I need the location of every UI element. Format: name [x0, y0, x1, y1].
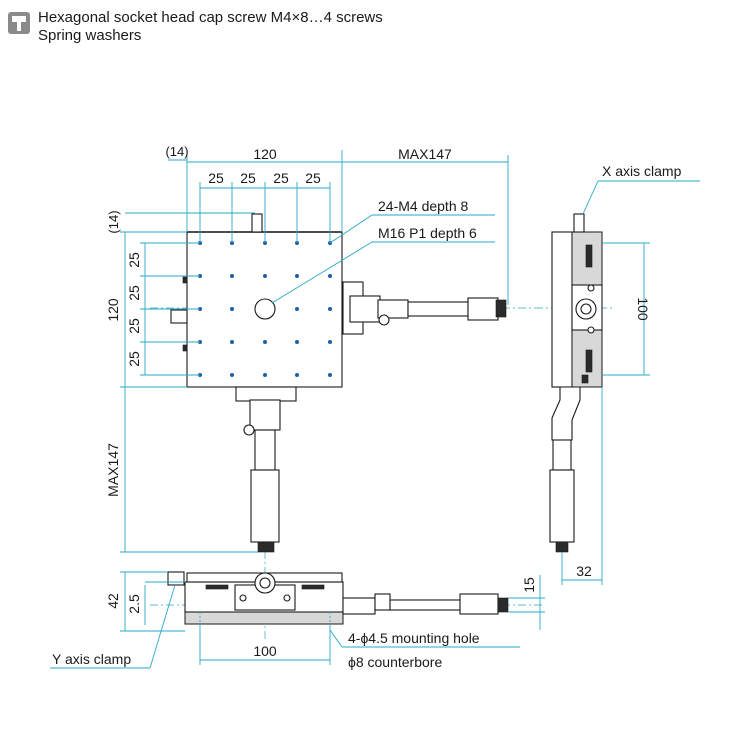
front-x-thimble[interactable] — [459, 593, 499, 615]
dim-pitch-1: 25 — [208, 170, 224, 186]
dim-front-2-5: 2.5 — [126, 594, 142, 614]
front-x-mount — [342, 597, 376, 615]
x-micrometer-thimble[interactable] — [467, 297, 499, 321]
dim-side-32: 32 — [576, 563, 592, 579]
top-view — [150, 213, 535, 640]
counterbore-callout: ϕ8 counterbore — [348, 654, 442, 670]
front-view — [150, 571, 545, 625]
header-notes: Hexagonal socket head cap screw M4×8…4 s… — [38, 9, 383, 45]
x-clamp-knob-top[interactable] — [251, 213, 263, 233]
side-y-thimble[interactable] — [549, 469, 575, 543]
center-hole — [254, 298, 276, 320]
dim-left-pitch-4: 25 — [126, 351, 142, 367]
dim-top-14: (14) — [165, 144, 188, 159]
screw-icon — [8, 12, 30, 34]
dim-left-pitch-3: 25 — [126, 318, 142, 334]
side-y-mount — [551, 386, 581, 441]
y-micrometer-mount — [235, 386, 297, 402]
y-lock-screw[interactable] — [243, 424, 255, 436]
x-clamp-knob-side[interactable] — [573, 213, 585, 233]
dim-pitch-2: 25 — [240, 170, 256, 186]
side-view — [535, 213, 615, 553]
top-dimensions — [120, 150, 509, 553]
tap-hole-callout: 24-M4 depth 8 — [378, 198, 468, 214]
dim-pitch-4: 25 — [305, 170, 321, 186]
y-clamp-knob-top[interactable] — [170, 309, 188, 324]
y-clamp-callout: Y axis clamp — [52, 651, 131, 667]
dim-left-120: 120 — [105, 298, 121, 322]
dim-side-100: 100 — [635, 297, 651, 321]
x-lock-screw[interactable] — [378, 314, 390, 326]
side-dimensions — [561, 180, 700, 585]
dim-pitch-3: 25 — [273, 170, 289, 186]
dim-front-42: 42 — [105, 593, 121, 609]
front-dimensions — [50, 571, 545, 669]
dim-top-max147: MAX147 — [398, 146, 452, 162]
dim-front-15: 15 — [521, 577, 537, 593]
y-clamp-knob-front[interactable] — [167, 571, 185, 586]
screw-note: Hexagonal socket head cap screw M4×8…4 s… — [38, 9, 383, 26]
side-top-plate — [551, 231, 573, 388]
x-micrometer-sleeve — [407, 301, 469, 317]
x-clamp-callout: X axis clamp — [602, 163, 682, 179]
mount-hole-callout: 4-ϕ4.5 mounting hole — [348, 630, 480, 646]
dim-left-max147: MAX147 — [105, 443, 121, 497]
dim-left-pitch-2: 25 — [126, 285, 142, 301]
front-base — [184, 611, 344, 625]
dim-top-120: 120 — [253, 146, 277, 162]
y-micrometer-thimble[interactable] — [250, 469, 280, 543]
center-hole-callout: M16 P1 depth 6 — [378, 225, 477, 241]
dim-left-14: (14) — [106, 210, 121, 233]
dim-left-pitch-1: 25 — [126, 252, 142, 268]
y-micrometer-sleeve — [254, 429, 276, 471]
washer-note: Spring washers — [38, 27, 142, 44]
dim-front-100: 100 — [253, 643, 277, 659]
